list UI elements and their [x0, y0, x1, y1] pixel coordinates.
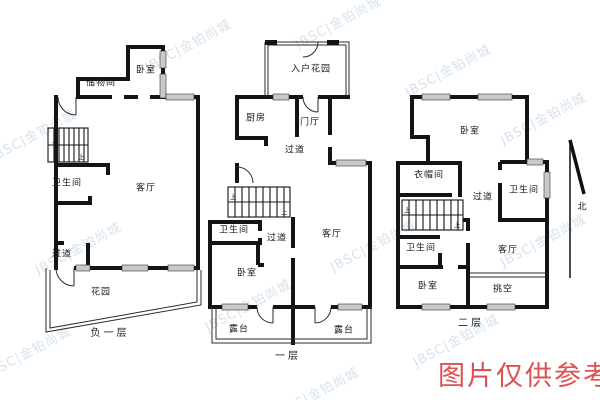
floor-label-second: 二层 — [458, 318, 484, 329]
void-divider — [470, 272, 547, 278]
room-label-bedroom: 卧室 — [459, 126, 481, 137]
stairs-up-label: 上 — [78, 152, 85, 161]
room-label-living: 客厅 — [497, 245, 519, 256]
room-label-bathroom: 卫生间 — [508, 185, 540, 196]
room-label-living: 客厅 — [321, 229, 343, 240]
first-floor-unit: 上 上 — [208, 40, 372, 345]
room-label-terrace: 露台 — [228, 324, 250, 335]
room-label-void: 挑空 — [492, 284, 514, 295]
door-arc — [256, 306, 274, 324]
door-arc — [55, 267, 75, 287]
stairs: 上 上 — [227, 186, 291, 218]
room-label-bedroom: 卧室 — [236, 268, 258, 279]
stairs-up-label: 上 — [404, 205, 411, 214]
floor-label-first: 一层 — [275, 351, 301, 362]
stairs-up-label: 上 — [230, 192, 237, 201]
room-label-closet: 衣帽间 — [413, 170, 445, 181]
room-label-storage: 储物间 — [85, 78, 117, 89]
door-arc — [236, 166, 254, 184]
room-label-bedroom: 卧室 — [417, 281, 439, 292]
garden-outline — [45, 268, 202, 333]
second-floor-unit: 上 上 — [396, 93, 551, 311]
north-label: 北 — [577, 202, 587, 213]
room-label-foyer: 门厅 — [299, 117, 321, 128]
terrace-outline — [211, 307, 372, 344]
window — [421, 93, 551, 311]
stairs: 上 上 — [47, 127, 89, 163]
room-label-entry-garden: 入户花园 — [290, 64, 332, 75]
stairs-up-label: 上 — [454, 220, 461, 229]
room-label-corridor: 过道 — [51, 249, 73, 260]
window — [75, 50, 195, 272]
room-label-terrace: 露台 — [333, 325, 355, 336]
room-label-corridor: 过道 — [284, 145, 306, 156]
basement-unit: 上 上 — [45, 45, 202, 333]
door-arc — [302, 96, 319, 113]
stairs-up-label: 上 — [281, 207, 288, 216]
room-label-garden: 花园 — [90, 287, 112, 298]
room-label-corridor: 过道 — [472, 192, 494, 203]
door-arc — [302, 41, 319, 58]
room-label-corridor: 过道 — [266, 233, 288, 244]
door-arc — [57, 96, 77, 116]
window — [221, 93, 367, 311]
floor-label-basement: 负一层 — [90, 328, 130, 339]
room-label-bedroom: 卧室 — [135, 65, 157, 76]
stairs-up-label: 上 — [52, 135, 59, 144]
room-label-kitchen: 厨房 — [245, 113, 267, 124]
entry-garden-outline — [264, 41, 350, 97]
north-arrow-icon — [568, 139, 586, 278]
door-arc — [314, 306, 332, 324]
room-label-bathroom: 卫生间 — [51, 178, 83, 189]
room-label-bathroom: 卫生间 — [218, 225, 250, 236]
room-label-bathroom: 卫生间 — [405, 243, 437, 254]
room-label-living: 客厅 — [135, 183, 157, 194]
stairs: 上 上 — [401, 199, 464, 231]
reference-notice: 图片仅供参考 — [438, 361, 600, 392]
